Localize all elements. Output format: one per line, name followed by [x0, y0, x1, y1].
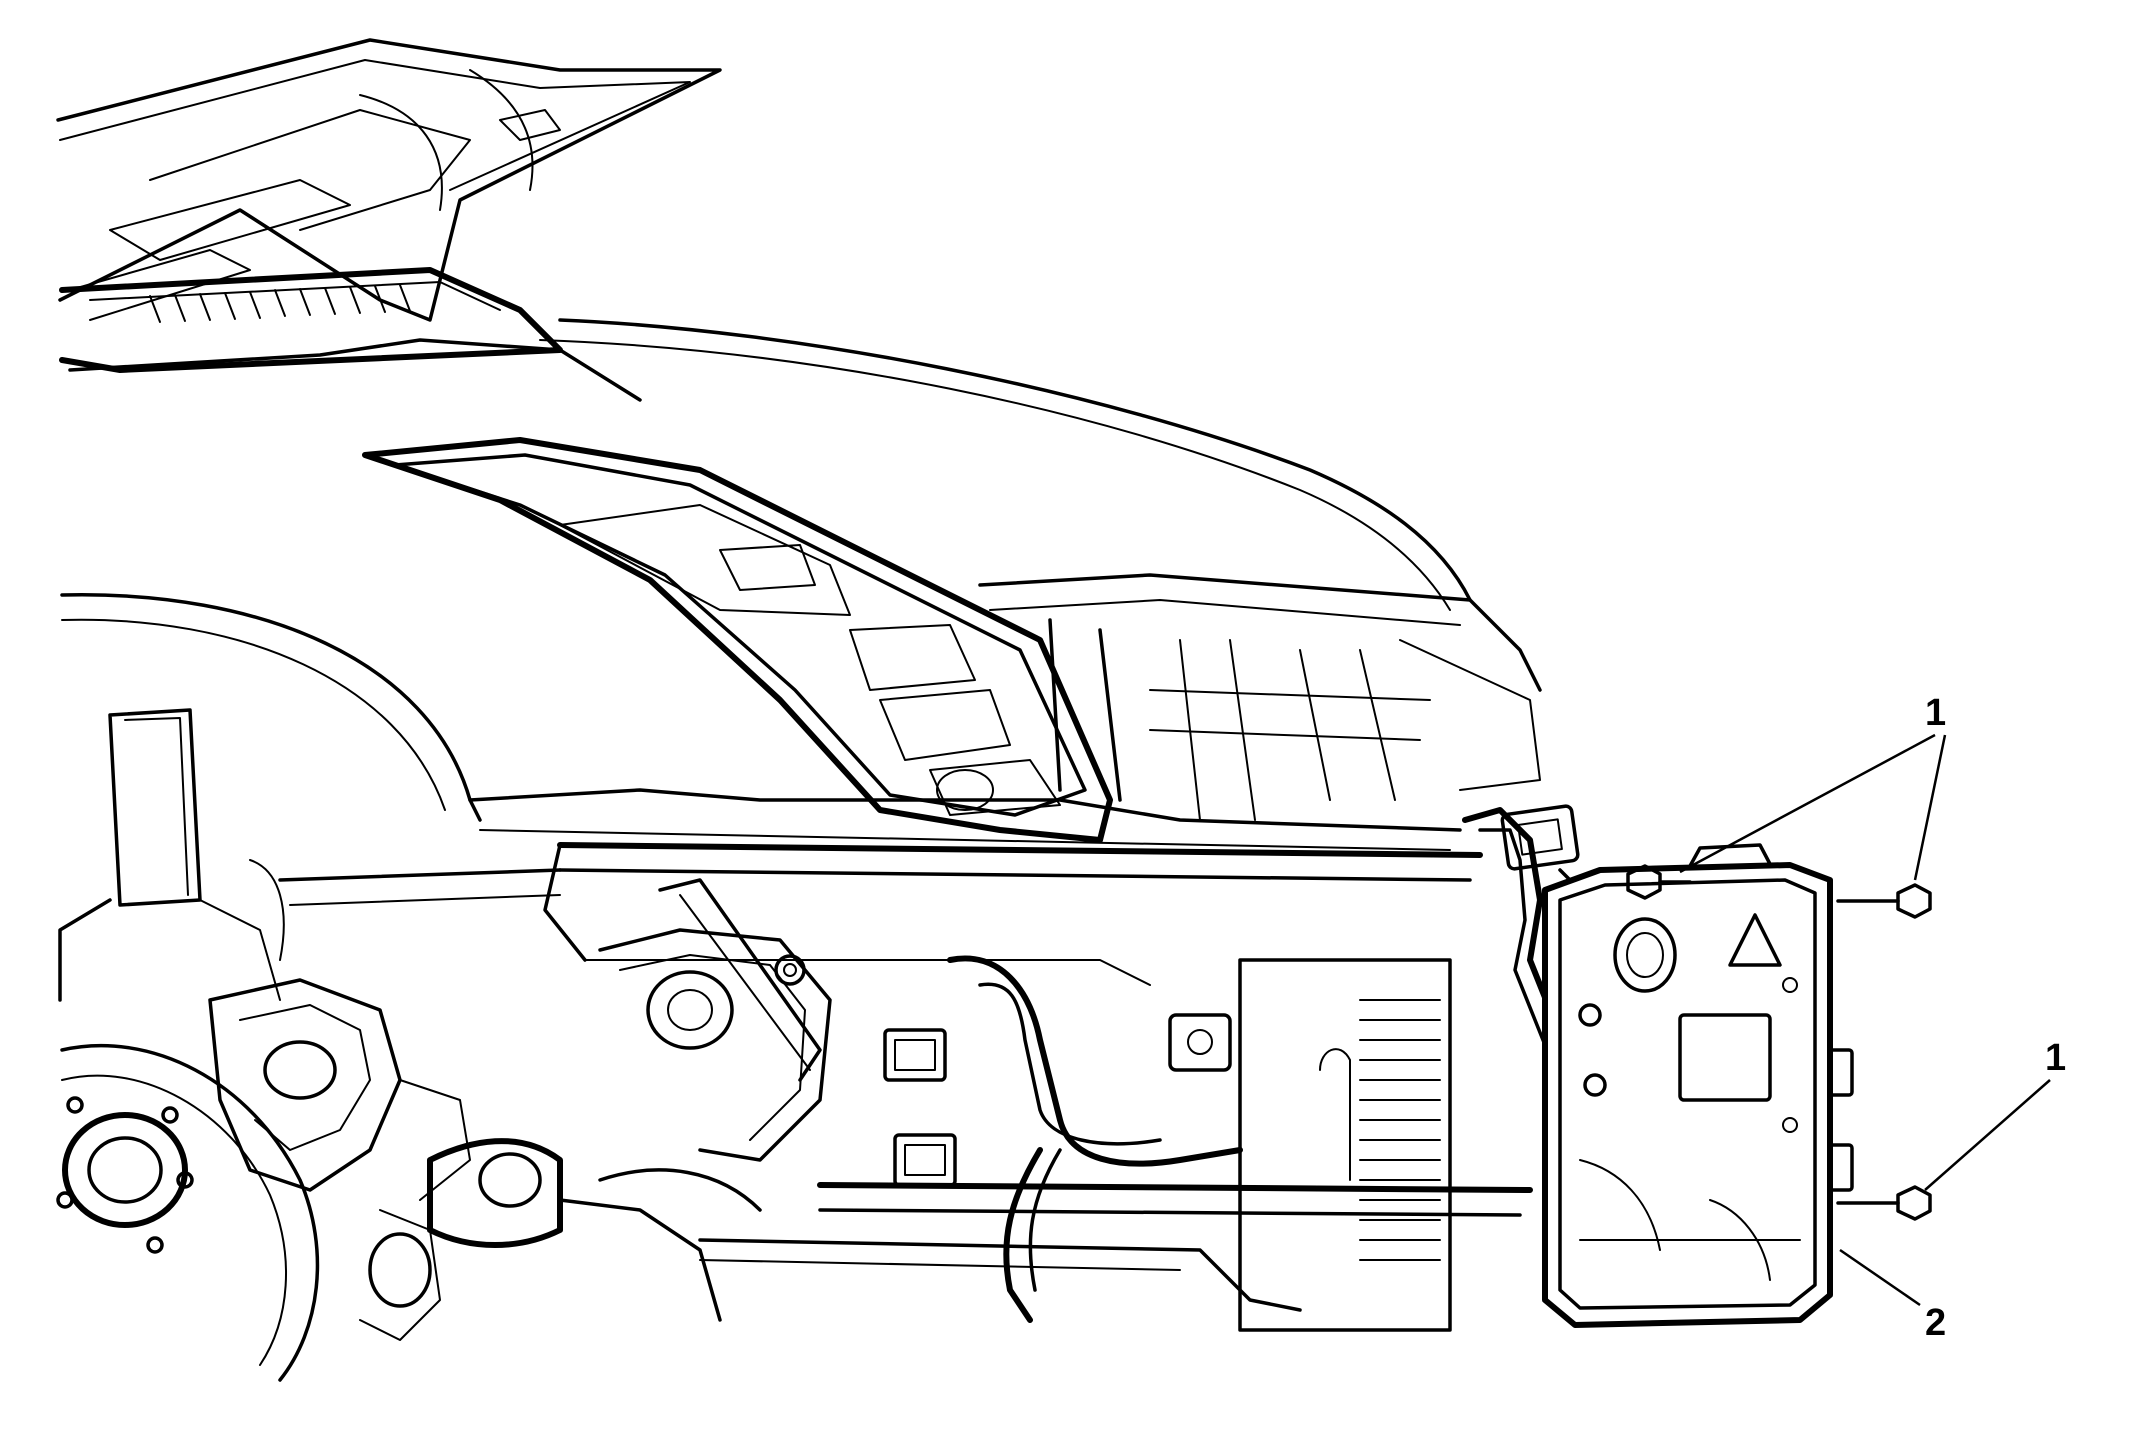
callout-label-module: 2	[1925, 1302, 1946, 1344]
fastener-bolt-upper-outer	[1836, 883, 1932, 919]
front-fender-body	[60, 318, 1472, 851]
electronic-control-module	[1542, 843, 1854, 1328]
front-wheel-hub-rotor	[56, 1043, 320, 1382]
hood-assembly	[56, 38, 722, 322]
cowl-panel	[59, 267, 642, 402]
callout-label-fasteners-top: 1	[1925, 692, 1946, 734]
condenser-fins	[1359, 999, 1441, 1261]
callout-leaders	[1679, 733, 2051, 1307]
fastener-bolt-upper-inner	[1626, 864, 1692, 900]
strut-assembly	[58, 708, 285, 1002]
callout-label-fastener-lower: 1	[2045, 1037, 2066, 1079]
cowl-vent-hatch	[149, 284, 411, 323]
headlamp-assembly	[362, 437, 1113, 843]
engine-bay-components	[359, 878, 1452, 1341]
fastener-bolt-lower	[1836, 1185, 1932, 1221]
radiator-support	[978, 573, 1542, 821]
brake-caliper-knuckle	[208, 978, 471, 1201]
